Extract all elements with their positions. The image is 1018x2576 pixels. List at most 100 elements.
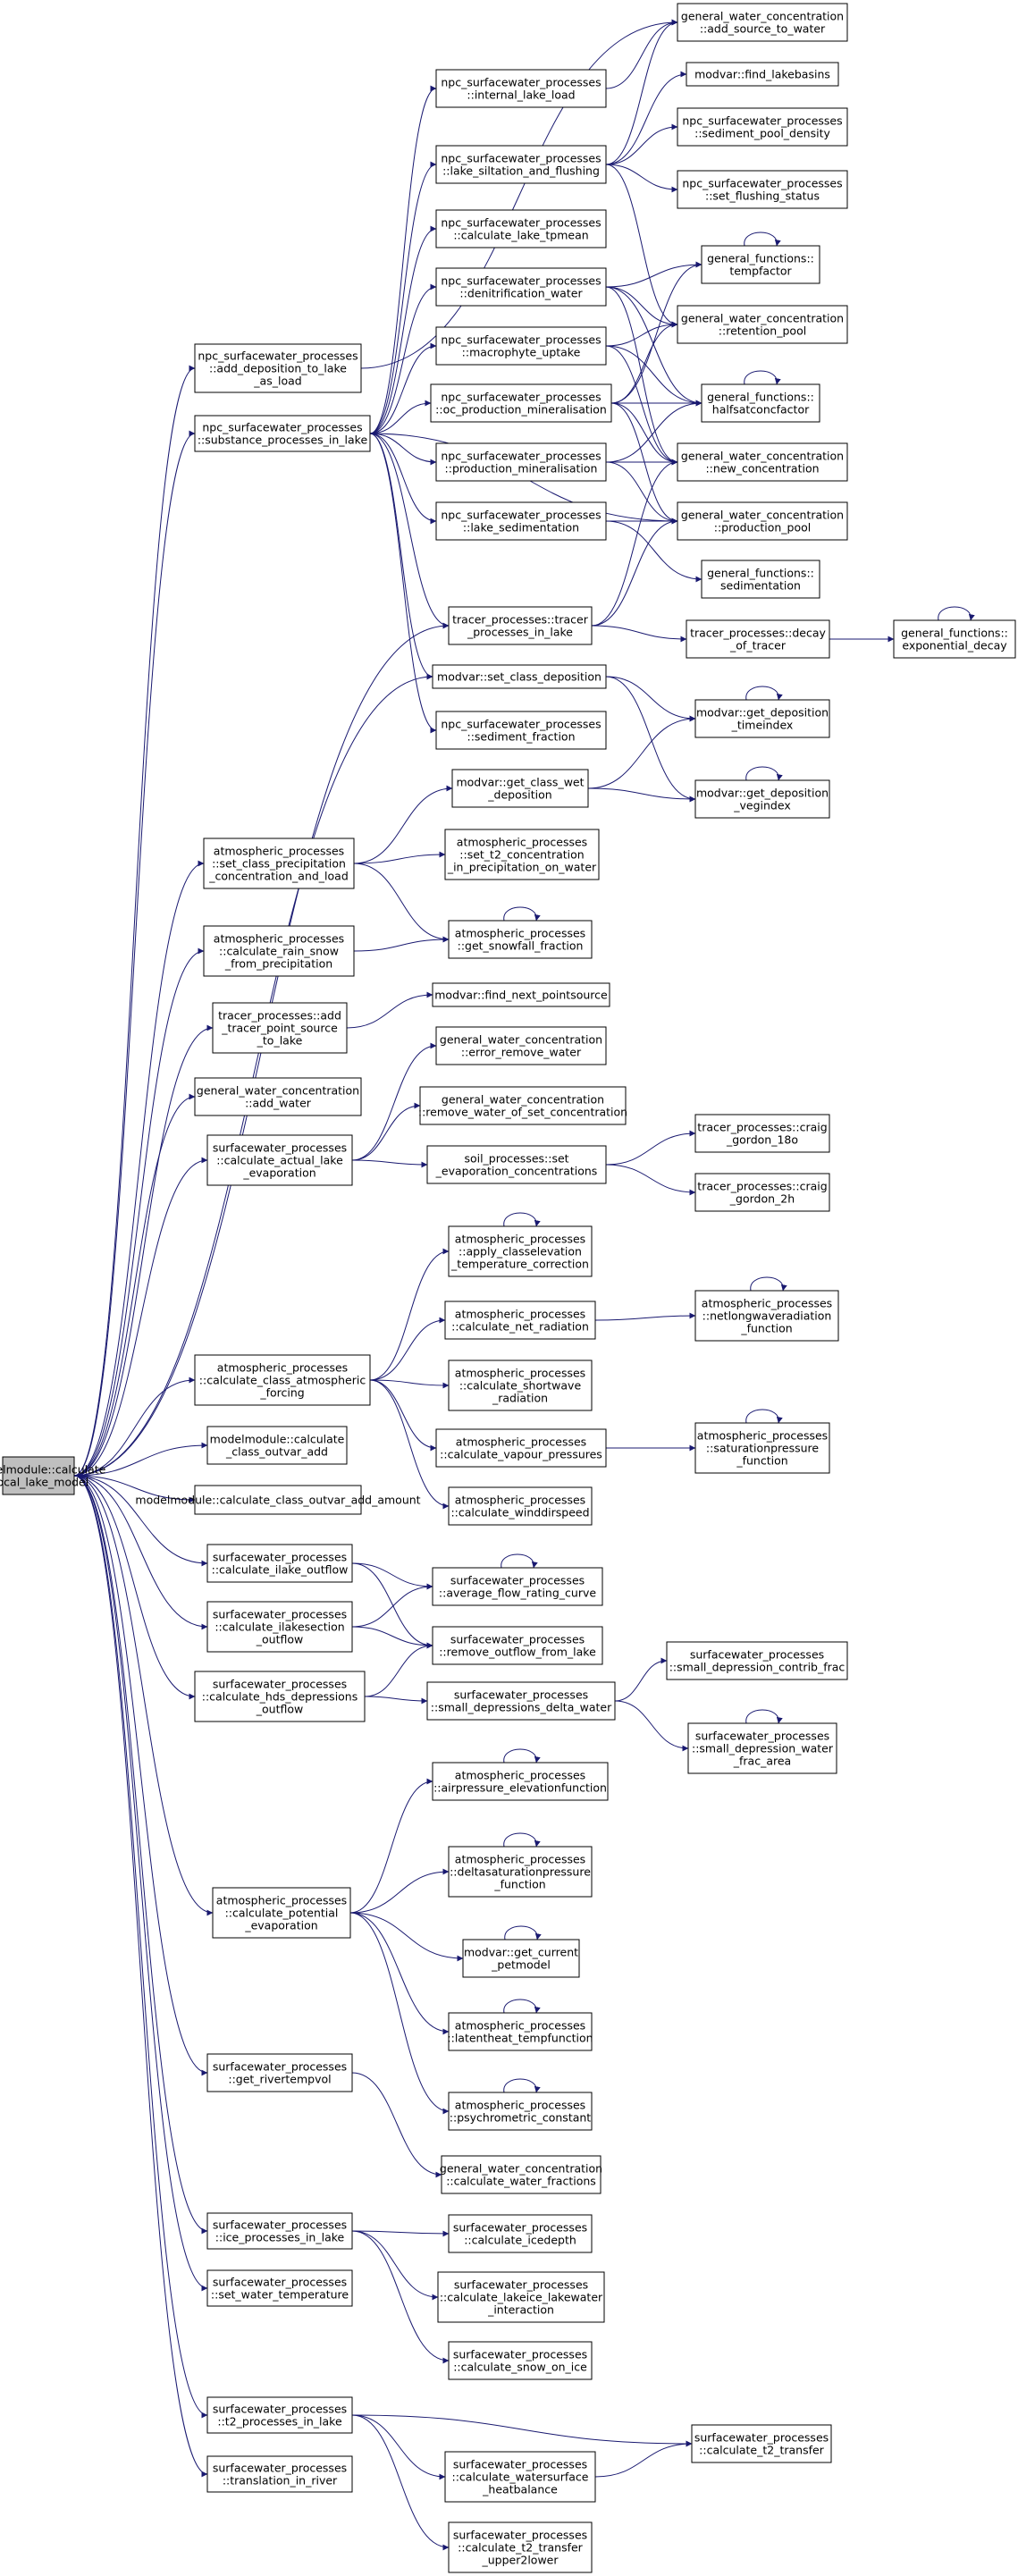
node-airpres[interactable]: atmospheric_processes::airpressure_eleva… <box>432 1762 609 1801</box>
node-upper2lower[interactable]: surfacewater_processes::calculate_t2_tra… <box>448 2521 593 2573</box>
node-prod-min[interactable]: npc_surfacewater_processes::production_m… <box>435 442 607 482</box>
node-box <box>677 442 848 482</box>
node-label: halfsatconcfactor <box>712 403 810 417</box>
node-winddir[interactable]: atmospheric_processes::calculate_winddir… <box>448 1486 593 1526</box>
node-cg18[interactable]: tracer_processes::craig_gordon_18o <box>694 1114 830 1153</box>
node-avg-flow[interactable]: surfacewater_processes::average_flow_rat… <box>432 1567 603 1606</box>
node-label: _gordon_18o <box>726 1133 798 1147</box>
node-find-lakebasins[interactable]: modvar::find_lakebasins <box>686 62 839 87</box>
node-siltation[interactable]: npc_surfacewater_processes::lake_siltati… <box>435 145 607 184</box>
node-cg2h[interactable]: tracer_processes::craig_gordon_2h <box>694 1173 830 1212</box>
node-denitr[interactable]: npc_surfacewater_processes::denitrificat… <box>435 267 607 307</box>
node-outvar-add[interactable]: modelmodule::calculate_class_outvar_add <box>206 1426 348 1465</box>
node-label: ::set_flushing_status <box>705 189 820 203</box>
node-label: general_water_concentration <box>681 450 844 463</box>
node-t2-transfer[interactable]: surfacewater_processes::calculate_t2_tra… <box>691 2424 832 2463</box>
node-label: npc_surfacewater_processes <box>441 391 601 404</box>
call-edge <box>605 676 696 722</box>
node-ilake-out[interactable]: surfacewater_processes::calculate_ilake_… <box>206 1544 353 1583</box>
node-t2-proc[interactable]: surfacewater_processes::t2_processes_in_… <box>206 2396 353 2434</box>
node-label: atmospheric_processes <box>216 1894 347 1907</box>
node-class-atm[interactable]: atmospheric_processes::calculate_class_a… <box>194 1354 371 1406</box>
node-small-water[interactable]: surfacewater_processes::small_depression… <box>687 1722 837 1774</box>
node-dep-time[interactable]: modvar::get_deposition_timeindex <box>694 699 830 738</box>
node-pot-evap[interactable]: atmospheric_processes::calculate_potenti… <box>212 1887 351 1939</box>
node-label: ::calculate_lake_tpmean <box>453 229 588 242</box>
self-call-edge <box>503 2078 541 2093</box>
node-set-prec[interactable]: atmospheric_processes::set_class_precipi… <box>203 838 355 889</box>
node-pool-density[interactable]: npc_surfacewater_processes::sediment_poo… <box>677 107 848 147</box>
node-next-ps[interactable]: modvar::find_next_pointsource <box>432 982 610 1007</box>
node-sedimentation[interactable]: general_functions::sedimentation <box>701 560 820 599</box>
node-box <box>435 326 607 366</box>
node-new-conc[interactable]: general_water_concentration::new_concent… <box>677 442 848 482</box>
node-snowfall[interactable]: atmospheric_processes::get_snowfall_frac… <box>448 920 593 959</box>
node-shortwave[interactable]: atmospheric_processes::calculate_shortwa… <box>448 1360 593 1411</box>
node-box <box>203 838 355 889</box>
node-water-frac[interactable]: general_water_concentration::calculate_w… <box>440 2155 602 2194</box>
node-remove-set[interactable]: general_water_concentration::remove_wate… <box>418 1086 627 1125</box>
node-tpmean[interactable]: npc_surfacewater_processes::calculate_la… <box>435 209 607 248</box>
node-tempfactor[interactable]: general_functions::tempfactor <box>701 245 820 284</box>
node-remove-out[interactable]: surfacewater_processes::remove_outflow_f… <box>432 1626 603 1665</box>
node-box <box>194 1485 362 1515</box>
node-add-water[interactable]: general_water_concentration::add_water <box>194 1077 362 1116</box>
node-hds-out[interactable]: surfacewater_processes::calculate_hds_de… <box>194 1671 366 1722</box>
node-t2-conc[interactable]: atmospheric_processes::set_t2_concentrat… <box>444 829 600 880</box>
node-root[interactable]: modelmodule::calculate_local_lake_model <box>0 1456 106 1495</box>
node-lakeice[interactable]: surfacewater_processes::calculate_lakeic… <box>437 2271 605 2323</box>
node-ilakesec-out[interactable]: surfacewater_processes::calculate_ilakes… <box>206 1601 353 1653</box>
call-edge <box>73 673 433 1477</box>
node-small-dep[interactable]: surfacewater_processes::small_depression… <box>426 1681 616 1721</box>
node-vapour[interactable]: atmospheric_processes::calculate_vapour_… <box>435 1428 607 1468</box>
node-rivertempvol[interactable]: surfacewater_processes::get_rivertempvol <box>206 2053 353 2092</box>
node-box <box>435 711 607 750</box>
call-edge <box>614 1700 689 1752</box>
node-soil-evap[interactable]: soil_processes::set_evaporation_concentr… <box>426 1145 607 1184</box>
node-class-wet[interactable]: modvar::get_class_wet_deposition <box>451 769 589 808</box>
node-err-remove[interactable]: general_water_concentration::error_remov… <box>435 1026 607 1065</box>
node-label: ::calculate_rain_snow <box>219 945 339 958</box>
node-int-load[interactable]: npc_surfacewater_processes::internal_lak… <box>435 69 607 108</box>
node-outvar-add-amount[interactable]: modelmodule::calculate_class_outvar_add_… <box>135 1485 421 1515</box>
node-classelev[interactable]: atmospheric_processes::apply_classelevat… <box>448 1225 593 1277</box>
node-decay[interactable]: tracer_processes::decay_of_tracer <box>686 619 830 659</box>
node-net-rad[interactable]: atmospheric_processes::calculate_net_rad… <box>444 1301 596 1340</box>
node-deltasat[interactable]: atmospheric_processes::deltasaturationpr… <box>448 1846 593 1898</box>
node-halfsat[interactable]: general_functions::halfsatconcfactor <box>701 383 820 423</box>
node-set-class-dep[interactable]: modvar::set_class_deposition <box>432 664 607 689</box>
node-oc-prod[interactable]: npc_surfacewater_processes::oc_productio… <box>430 383 612 423</box>
node-lake-sed[interactable]: npc_surfacewater_processes::lake_sedimen… <box>435 501 607 541</box>
node-psychro[interactable]: atmospheric_processes::psychrometric_con… <box>448 2092 593 2131</box>
node-netlong[interactable]: atmospheric_processes::netlongwaveradiat… <box>694 1290 839 1342</box>
node-set-wtemp[interactable]: surfacewater_processes::set_water_temper… <box>206 2269 353 2307</box>
node-box <box>435 145 607 184</box>
node-ice-proc[interactable]: surfacewater_processes::ice_processes_in… <box>206 2212 353 2250</box>
node-tracer-add[interactable]: tracer_processes::add_tracer_point_sourc… <box>212 1002 348 1054</box>
node-petmodel[interactable]: modvar::get_current_petmodel <box>462 1939 580 1978</box>
node-satpres[interactable]: atmospheric_processes::saturationpressur… <box>694 1422 830 1474</box>
node-label: _deposition <box>487 788 551 802</box>
node-label: ::saturationpressure <box>706 1442 819 1455</box>
node-subst[interactable]: npc_surfacewater_processes::substance_pr… <box>194 415 371 452</box>
node-small-contrib[interactable]: surfacewater_processes::small_depression… <box>666 1641 848 1680</box>
node-tracer-lake[interactable]: tracer_processes::tracer_processes_in_la… <box>448 606 593 645</box>
node-heatbal[interactable]: surfacewater_processes::calculate_waters… <box>444 2451 596 2503</box>
node-label: surfacewater_processes <box>213 1608 347 1621</box>
node-retention[interactable]: general_water_concentration::retention_p… <box>677 305 848 344</box>
node-flush-status[interactable]: npc_surfacewater_processes::set_flushing… <box>677 170 848 209</box>
node-label: ::denitrification_water <box>459 287 583 300</box>
node-sed-frac[interactable]: npc_surfacewater_processes::sediment_fra… <box>435 711 607 750</box>
node-actual-evap[interactable]: surfacewater_processes::calculate_actual… <box>206 1134 353 1186</box>
node-add-source[interactable]: general_water_concentration::add_source_… <box>677 3 848 42</box>
node-add-dep[interactable]: npc_surfacewater_processes::add_depositi… <box>194 343 362 393</box>
node-prod-pool[interactable]: general_water_concentration::production_… <box>677 501 848 541</box>
node-exp-decay[interactable]: general_functions::exponential_decay <box>893 619 1016 659</box>
node-transl[interactable]: surfacewater_processes::translation_in_r… <box>206 2455 353 2493</box>
node-latentheat[interactable]: atmospheric_processes::latentheat_tempfu… <box>447 2012 593 2051</box>
node-rain-snow[interactable]: atmospheric_processes::calculate_rain_sn… <box>203 925 355 977</box>
node-dep-veg[interactable]: modvar::get_deposition_vegindex <box>694 779 830 819</box>
node-snow-ice[interactable]: surfacewater_processes::calculate_snow_o… <box>448 2341 593 2380</box>
node-icedepth[interactable]: surfacewater_processes::calculate_icedep… <box>448 2214 593 2253</box>
node-macro[interactable]: npc_surfacewater_processes::macrophyte_u… <box>435 326 607 366</box>
